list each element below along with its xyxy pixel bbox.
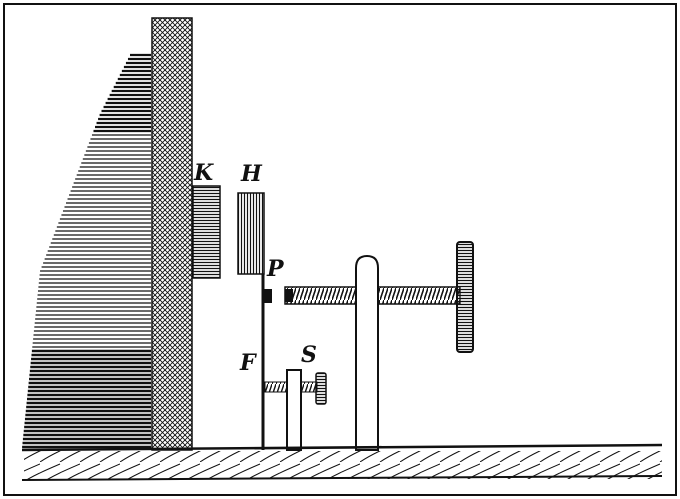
- large-screw-back: [284, 286, 357, 305]
- block-k: [192, 185, 221, 279]
- small-post-front: [286, 369, 302, 451]
- block-h: [237, 192, 265, 275]
- small-screw-head: [315, 372, 327, 405]
- floor-board: [24, 451, 662, 479]
- tall-post: [355, 254, 379, 451]
- label-f: F: [239, 350, 257, 376]
- floor-top-line: [21, 443, 663, 452]
- label-k: K: [193, 160, 214, 186]
- wall-block: [151, 17, 193, 451]
- label-h: H: [240, 161, 263, 187]
- label-s: S: [301, 342, 317, 368]
- shaded-mass: [22, 53, 151, 449]
- label-p: P: [266, 256, 285, 282]
- large-screw-front: [377, 286, 458, 305]
- figure-border: [3, 3, 677, 496]
- pin-p: [264, 289, 272, 303]
- large-screw-head: [456, 241, 474, 353]
- floor-bottom-line: [21, 475, 663, 481]
